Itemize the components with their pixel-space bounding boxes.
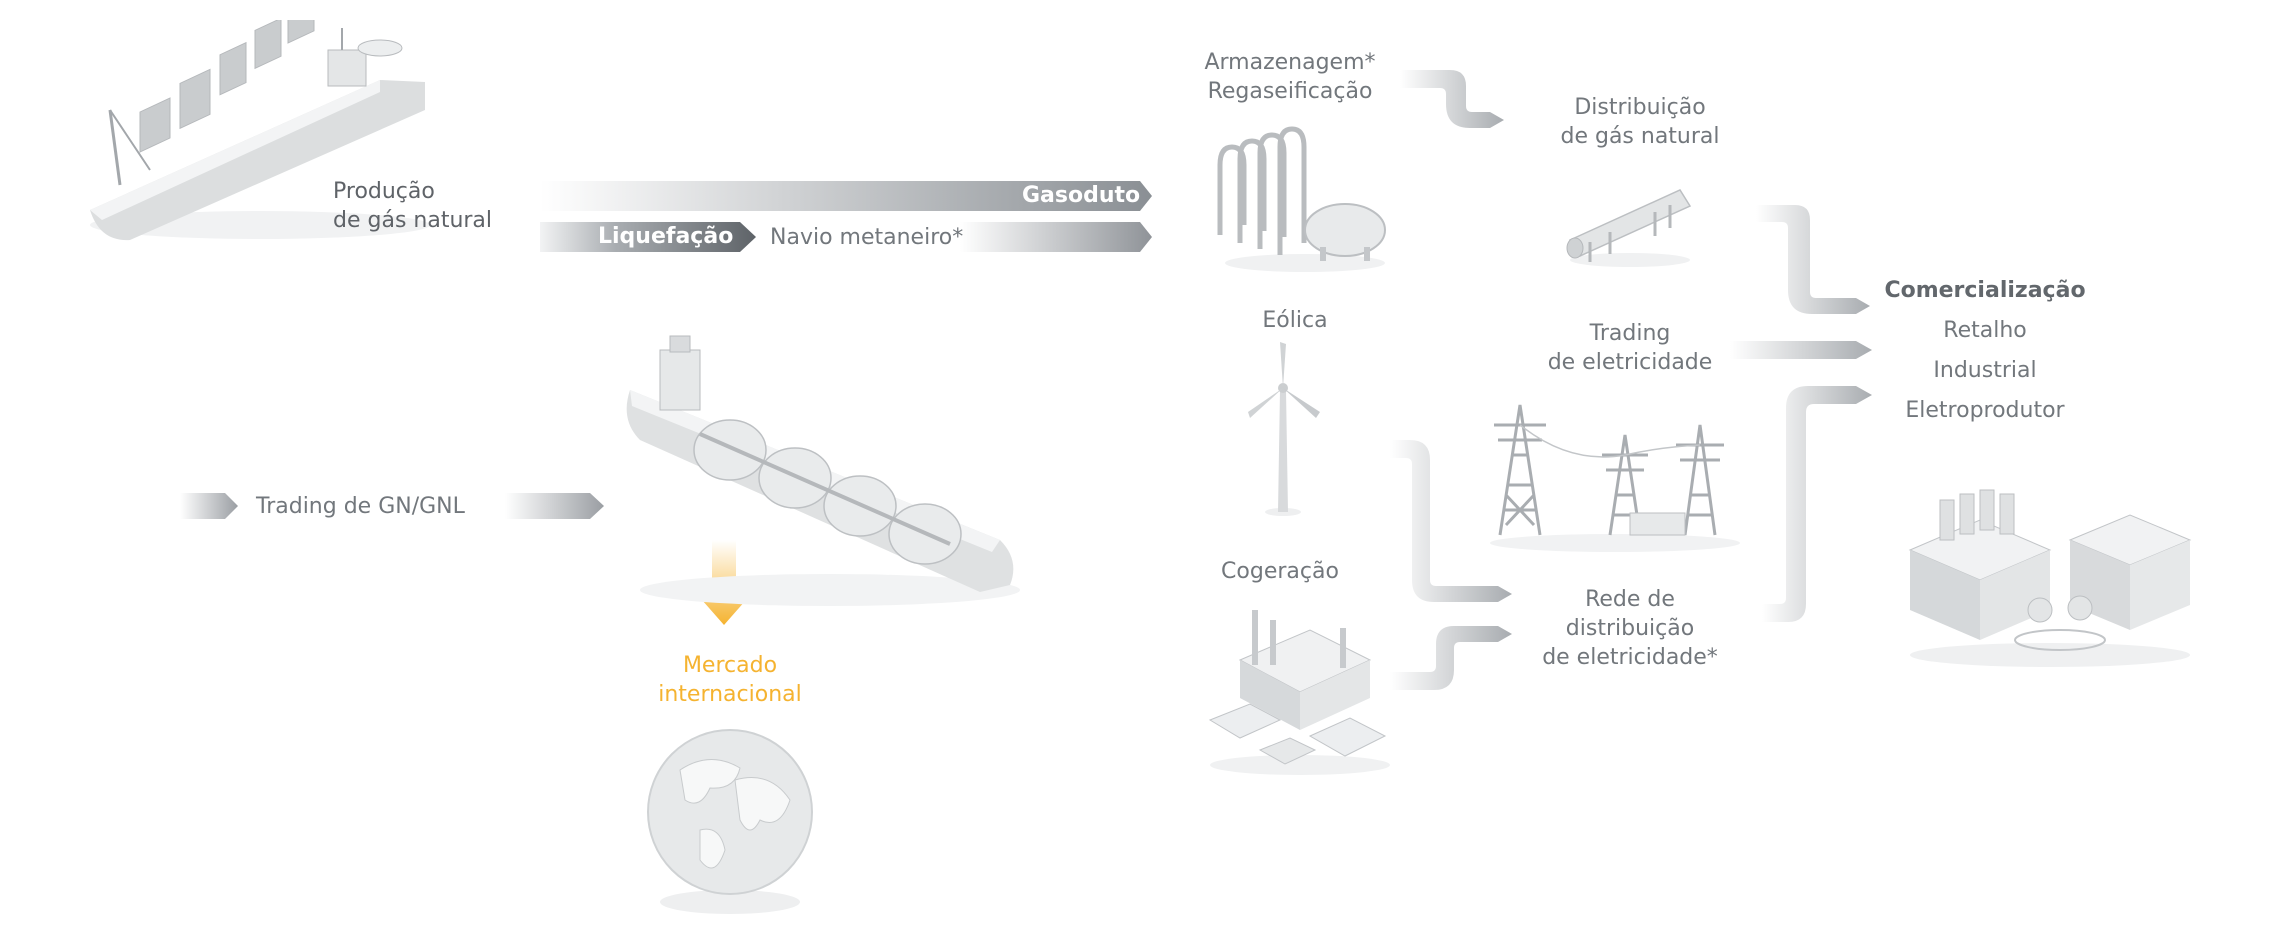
cogeracao-connector <box>1390 626 1512 690</box>
trading-gn-gnl-label: Trading de GN/GNL <box>256 494 465 519</box>
pipeline-connector <box>1756 205 1870 314</box>
armazenagem-line1: Armazenagem* <box>1204 50 1376 75</box>
liquefacao-label: Liquefação <box>598 224 734 249</box>
mercado-label: Mercado internacional <box>620 651 840 709</box>
trading-eletricidade-label: Trading de eletricidade <box>1520 319 1740 377</box>
mercado-line1: Mercado <box>682 653 778 678</box>
rede-line1: Rede de <box>1585 587 1675 612</box>
lng-carrier-icon <box>626 335 1020 606</box>
regasification-plant-icon <box>1217 126 1386 272</box>
armazenagem-line2: Regaseificação <box>1207 79 1373 104</box>
cogeneration-plant-icon <box>1208 610 1390 775</box>
comercializacao-title: Comercialização <box>1884 278 2086 303</box>
comercializacao-item-retalho: Retalho <box>1943 318 2027 343</box>
trading-gn-arrow-out <box>505 493 604 519</box>
production-line2: de gás natural <box>333 208 493 233</box>
trading-eletricidade-line2: de eletricidade <box>1547 350 1713 375</box>
pipeline-icon <box>1566 189 1692 267</box>
eolica-label: Eólica <box>1262 308 1328 333</box>
rede-connector <box>1762 386 1872 622</box>
globe-icon <box>647 729 813 914</box>
comercializacao-item-industrial: Industrial <box>1933 358 2037 383</box>
navio-metaneiro-label: Navio metaneiro* <box>770 225 964 250</box>
trading-eletricidade-arrow <box>1730 341 1872 359</box>
gasoduto-label: Gasoduto <box>1022 183 1141 208</box>
distribuicao-gas-label: Distribuição de gás natural <box>1520 93 1760 151</box>
comercializacao-block: Comercialização Retalho Industrial Eletr… <box>1870 276 2100 426</box>
factory-buildings-icon <box>1908 489 2192 667</box>
mercado-line2: internacional <box>658 682 802 707</box>
production-label: Produção de gás natural <box>333 177 492 235</box>
rede-line3: de eletricidade* <box>1542 645 1718 670</box>
fpso-ship-icon <box>90 20 430 241</box>
distribuicao-gas-line2: de gás natural <box>1560 124 1720 149</box>
armazenagem-label: Armazenagem* Regaseificação <box>1180 48 1400 106</box>
armazenagem-connector <box>1400 70 1504 128</box>
navio-arrow <box>960 222 1152 252</box>
trading-gn-arrow-in <box>180 493 238 519</box>
rede-line2: distribuição <box>1565 616 1695 641</box>
comercializacao-item-eletroprodutor: Eletroprodutor <box>1905 398 2065 423</box>
trading-eletricidade-line1: Trading <box>1589 321 1671 346</box>
distribuicao-gas-line1: Distribuição <box>1574 95 1706 120</box>
cogeracao-label: Cogeração <box>1221 559 1339 584</box>
eolica-connector <box>1390 440 1512 602</box>
power-pylons-icon <box>1490 404 1740 552</box>
production-line1: Produção <box>333 179 435 204</box>
wind-turbine-icon <box>1248 342 1320 516</box>
gasoduto-arrow <box>540 181 1152 211</box>
rede-distribuicao-label: Rede de distribuição de eletricidade* <box>1520 585 1740 672</box>
liquefacao-arrow <box>540 222 756 252</box>
